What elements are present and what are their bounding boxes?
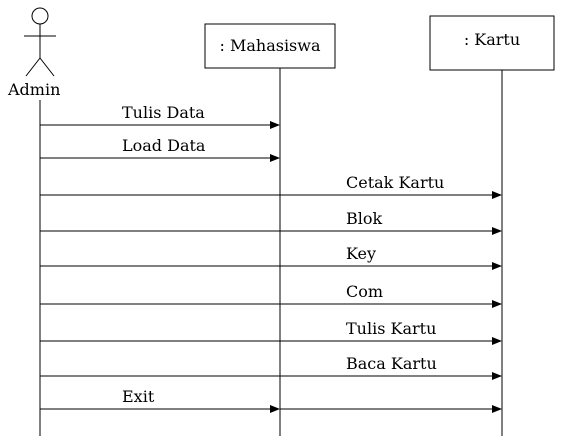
message-label: Key xyxy=(346,244,376,263)
message-arrowhead xyxy=(492,262,502,270)
admin-actor-figure xyxy=(24,7,56,77)
message-label: Blok xyxy=(346,209,383,228)
message-arrowhead xyxy=(270,405,280,413)
message-label: Com xyxy=(346,282,383,301)
message-arrowhead xyxy=(492,300,502,308)
message-label: Tulis Kartu xyxy=(346,319,436,338)
message-label: Cetak Kartu xyxy=(346,173,444,192)
message-arrowhead xyxy=(270,154,280,162)
message-arrowhead xyxy=(492,372,502,380)
mahasiswa-object-label: : Mahasiswa xyxy=(219,36,320,55)
kartu-object-label: : Kartu xyxy=(464,30,520,49)
message-arrowhead xyxy=(492,337,502,345)
actor-left-leg xyxy=(25,57,41,77)
actor-head xyxy=(31,7,49,25)
kartu-object-box xyxy=(429,15,555,71)
message-label: Baca Kartu xyxy=(346,354,437,373)
message-label: Load Data xyxy=(122,136,206,155)
message-arrowhead xyxy=(270,121,280,129)
mahasiswa-object-box xyxy=(204,23,336,69)
message-label: Exit xyxy=(122,387,155,406)
actor-right-leg xyxy=(39,57,55,77)
message-label: Tulis Data xyxy=(122,103,205,122)
exit-continuation-arrowhead xyxy=(492,405,502,413)
actor-label: Admin xyxy=(7,80,60,99)
message-arrowhead xyxy=(492,191,502,199)
message-arrowhead xyxy=(492,227,502,235)
